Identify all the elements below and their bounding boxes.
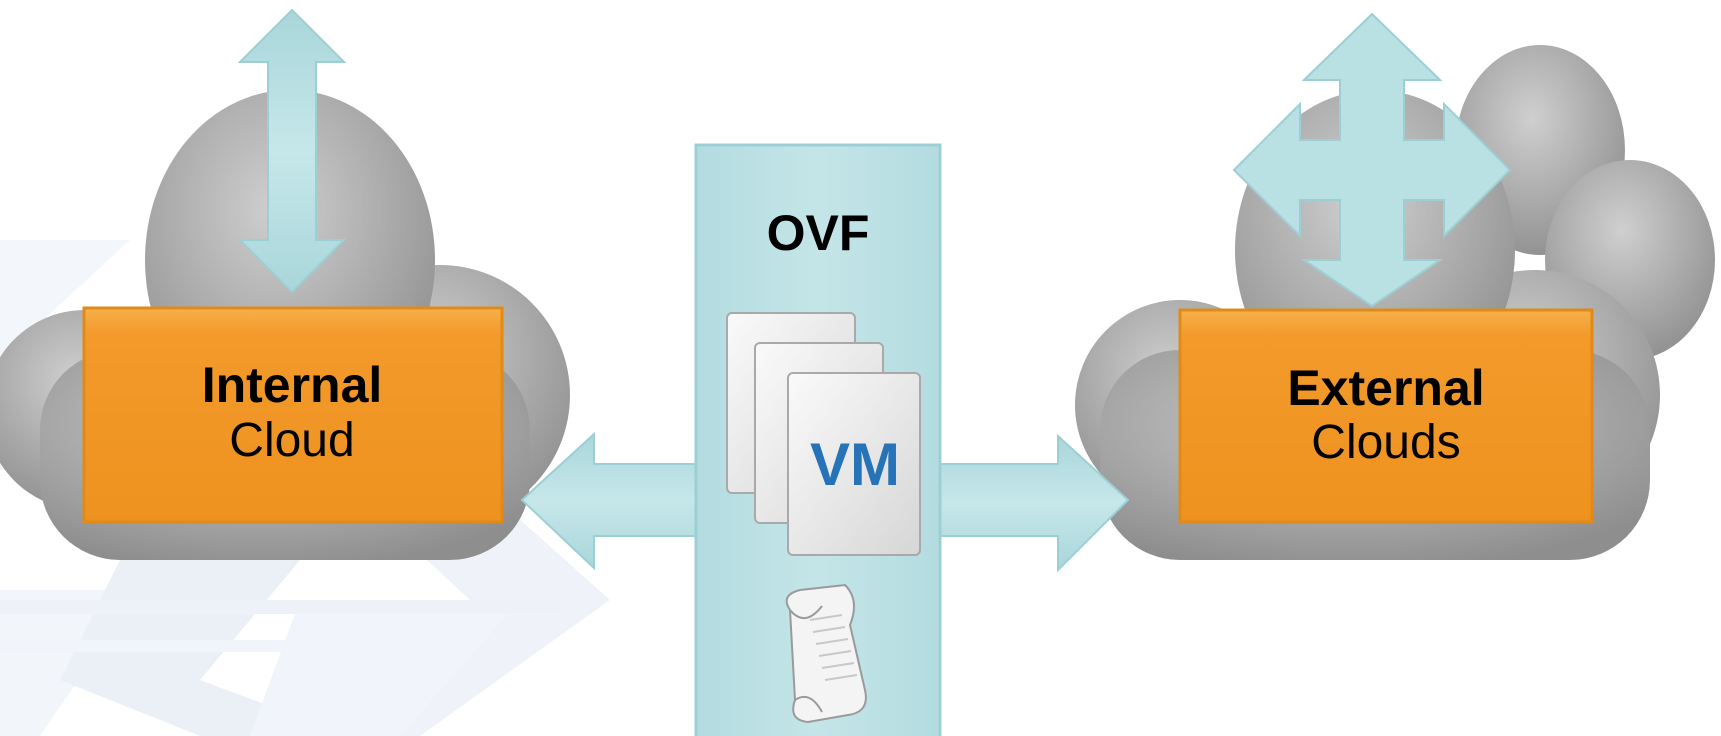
external-clouds-box: External Clouds — [1178, 308, 1594, 524]
internal-cloud-box: Internal Cloud — [82, 306, 504, 524]
internal-cloud-subtitle: Cloud — [229, 414, 354, 467]
internal-cloud-title: Internal — [202, 357, 383, 413]
right-arrow-icon — [937, 433, 1130, 573]
external-clouds-subtitle: Clouds — [1311, 416, 1460, 469]
four-way-arrow-icon — [1232, 12, 1512, 308]
external-clouds-title: External — [1287, 360, 1484, 416]
ovf-title: OVF — [767, 205, 870, 261]
double-headed-vertical-arrow-icon — [237, 8, 347, 294]
vm-file-stack-icon: VM — [726, 312, 921, 556]
scroll-document-icon — [785, 583, 867, 724]
vm-label: VM — [810, 431, 900, 498]
